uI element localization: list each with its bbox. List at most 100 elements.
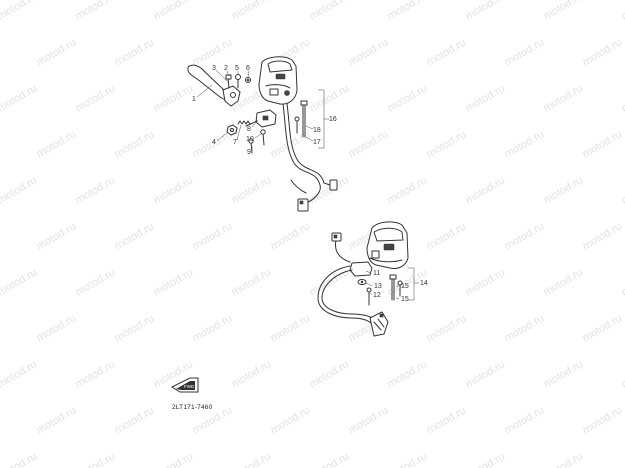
watermark-text: motod.ru bbox=[347, 36, 391, 68]
front-badge-text: FWD bbox=[184, 384, 195, 389]
watermark-text: motod.ru bbox=[35, 404, 79, 436]
left-connector bbox=[297, 179, 338, 212]
right-short-wire bbox=[335, 239, 351, 263]
watermark-text: motod.ru bbox=[35, 128, 79, 160]
washer-small bbox=[245, 77, 251, 83]
watermark-text: motod.ru bbox=[503, 36, 547, 68]
watermark-text: motod.ru bbox=[0, 358, 39, 390]
lever-nut bbox=[226, 124, 238, 136]
watermark-text: motod.ru bbox=[0, 266, 39, 298]
switch-screw bbox=[260, 129, 266, 146]
watermark-text: motod.ru bbox=[113, 220, 157, 252]
watermark-text: motod.ru bbox=[620, 174, 625, 206]
watermark-text: motod.ru bbox=[386, 358, 430, 390]
watermark-text: motod.ru bbox=[620, 450, 625, 468]
watermark-text: motod.ru bbox=[113, 36, 157, 68]
diagram-code: 2LT171-7460 bbox=[172, 404, 213, 411]
watermark-text: motod.ru bbox=[74, 174, 118, 206]
watermark-text: motod.ru bbox=[113, 404, 157, 436]
screw-12 bbox=[366, 287, 372, 306]
watermark-text: motod.ru bbox=[620, 358, 625, 390]
watermark-text: motod.ru bbox=[503, 220, 547, 252]
housing-screw-long bbox=[300, 100, 308, 138]
watermark-text: motod.ru bbox=[464, 82, 508, 114]
callout-15b: 15 bbox=[401, 296, 409, 303]
right-connector-top bbox=[331, 232, 342, 242]
left-handlebar-switch-assembly bbox=[187, 56, 338, 212]
switch-lower-half bbox=[349, 261, 373, 277]
watermark-text: motod.ru bbox=[230, 266, 274, 298]
callout-17: 17 bbox=[313, 139, 321, 146]
watermark-text: motod.ru bbox=[581, 404, 625, 436]
right-handlebar-switch-assembly bbox=[317, 221, 419, 337]
watermark-text: motod.ru bbox=[308, 174, 352, 206]
watermark-text: motod.ru bbox=[74, 0, 118, 23]
watermark-text: motod.ru bbox=[113, 312, 157, 344]
watermark-text: motod.ru bbox=[386, 450, 430, 468]
watermark-text: motod.ru bbox=[581, 128, 625, 160]
watermark-text: motod.ru bbox=[464, 358, 508, 390]
watermark-text: motod.ru bbox=[269, 312, 313, 344]
callout-7: 7 bbox=[233, 139, 237, 146]
left-switch-housing bbox=[258, 56, 298, 105]
watermark-text: motod.ru bbox=[425, 128, 469, 160]
screw-15b bbox=[397, 280, 403, 297]
watermark-text: motod.ru bbox=[308, 0, 352, 23]
watermark-text: motod.ru bbox=[464, 266, 508, 298]
watermark-text: motod.ru bbox=[542, 450, 586, 468]
callout-15a: 15 bbox=[401, 283, 409, 290]
watermark-text: motod.ru bbox=[503, 312, 547, 344]
switch-screw-2 bbox=[248, 138, 254, 154]
callout-6: 6 bbox=[246, 65, 250, 72]
callout-18: 18 bbox=[313, 127, 321, 134]
watermark-text: motod.ru bbox=[308, 358, 352, 390]
watermark-text: motod.ru bbox=[464, 0, 508, 23]
callout-16: 16 bbox=[329, 116, 337, 123]
watermark-text: motod.ru bbox=[74, 266, 118, 298]
watermark-text: motod.ru bbox=[191, 36, 235, 68]
left-wire-harness bbox=[282, 103, 321, 204]
right-wire-harness bbox=[317, 265, 373, 325]
watermark-text: motod.ru bbox=[581, 36, 625, 68]
watermark-text: motod.ru bbox=[464, 174, 508, 206]
screw-15 bbox=[389, 274, 397, 301]
watermark-text: motod.ru bbox=[620, 266, 625, 298]
watermark-text: motod.ru bbox=[386, 174, 430, 206]
clutch-switch bbox=[245, 109, 277, 128]
watermark-text: motod.ru bbox=[308, 82, 352, 114]
watermark-text: motod.ru bbox=[0, 0, 39, 23]
watermark-text: motod.ru bbox=[230, 174, 274, 206]
watermark-text: motod.ru bbox=[425, 220, 469, 252]
watermark-text: motod.ru bbox=[425, 312, 469, 344]
watermark-text: motod.ru bbox=[74, 82, 118, 114]
watermark-text: motod.ru bbox=[152, 266, 196, 298]
watermark-text: motod.ru bbox=[74, 358, 118, 390]
lever-pivot bbox=[230, 92, 236, 98]
watermark-text: motod.ru bbox=[152, 0, 196, 23]
watermark-text: motod.ru bbox=[464, 450, 508, 468]
watermark-text: motod.ru bbox=[0, 450, 39, 468]
watermark-text: motod.ru bbox=[230, 358, 274, 390]
callout-11: 11 bbox=[373, 270, 380, 277]
front-direction-badge: FWD bbox=[170, 377, 199, 393]
watermark-text: motod.ru bbox=[347, 128, 391, 160]
watermark-text: motod.ru bbox=[581, 312, 625, 344]
watermark-text: motod.ru bbox=[0, 82, 39, 114]
watermark-text: motod.ru bbox=[386, 82, 430, 114]
watermark-text: motod.ru bbox=[542, 266, 586, 298]
callout-4: 4 bbox=[212, 139, 216, 146]
watermark-text: motod.ru bbox=[35, 220, 79, 252]
watermark-text: motod.ru bbox=[74, 450, 118, 468]
watermark-text: motod.ru bbox=[542, 0, 586, 23]
callout-1: 1 bbox=[192, 96, 196, 103]
callout-14: 14 bbox=[420, 280, 428, 287]
callout-9: 9 bbox=[247, 149, 251, 156]
watermark-text: motod.ru bbox=[230, 0, 274, 23]
watermark-text: motod.ru bbox=[230, 450, 274, 468]
watermark-text: motod.ru bbox=[581, 220, 625, 252]
watermark-text: motod.ru bbox=[269, 220, 313, 252]
watermark-text: motod.ru bbox=[503, 128, 547, 160]
